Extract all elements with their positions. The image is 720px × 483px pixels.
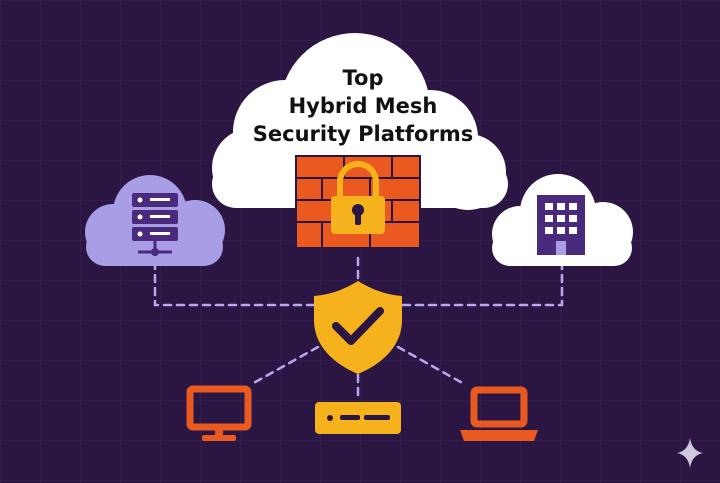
network-switch-icon <box>315 402 401 434</box>
title-line-2: Hybrid Mesh <box>289 94 438 118</box>
sparkle-icon <box>677 438 703 468</box>
padlock-icon <box>331 161 385 234</box>
office-building-icon <box>537 195 585 255</box>
right-cloud <box>492 174 633 266</box>
title-line-1: Top <box>343 66 384 90</box>
connector-shield-to-laptop <box>396 345 468 387</box>
connector-shield-to-desktop <box>248 345 320 387</box>
connector-left-cloud-to-shield <box>153 260 320 307</box>
desktop-monitor-icon <box>186 385 252 441</box>
firewall-bricks <box>295 155 421 249</box>
connector-right-cloud-to-shield <box>396 260 564 307</box>
shield-checkmark-icon <box>314 281 402 374</box>
left-cloud <box>85 175 225 266</box>
title: Top Hybrid Mesh Security Platforms <box>253 66 473 146</box>
server-rack-icon <box>132 193 178 256</box>
title-line-3: Security Platforms <box>253 122 473 146</box>
firewall-padlock-icon <box>295 155 421 249</box>
laptop-icon <box>460 386 538 441</box>
connector-lines <box>153 256 564 400</box>
